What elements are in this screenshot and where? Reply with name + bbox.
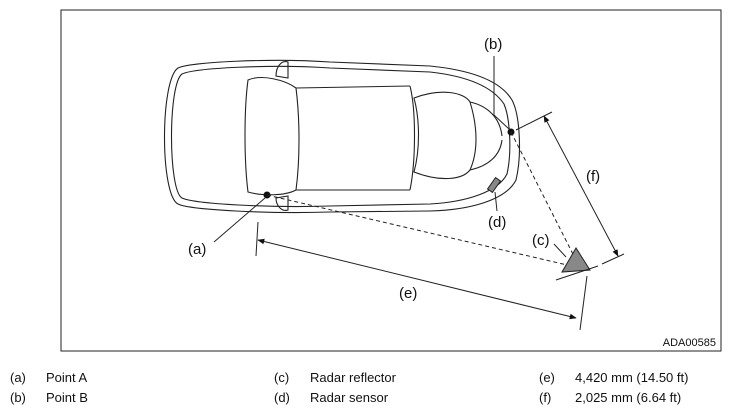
legend-key: (a)	[10, 370, 26, 385]
legend: (a) Point A (b) Point B (c) Radar reflec…	[0, 364, 730, 410]
car-outline	[164, 59, 521, 214]
legend-key: (c)	[274, 370, 290, 385]
legend-key: (b)	[10, 390, 26, 405]
callout-b: (b)	[484, 36, 502, 53]
legend-label: Point B	[46, 390, 88, 405]
dimension-f-ext-top	[515, 111, 553, 131]
legend-label: Radar sensor	[310, 390, 389, 405]
legend-label: Radar reflector	[310, 370, 396, 385]
dimension-f-ext-bottom	[601, 253, 625, 265]
leader-d	[494, 191, 498, 212]
legend-label: Point A	[46, 370, 88, 385]
legend-key: (e)	[539, 370, 555, 385]
callout-a: (a)	[188, 241, 206, 258]
legend-label: 4,420 mm (14.50 ft)	[575, 370, 689, 385]
diagram-figure: (a) (b) (c) (d) (e) (f) ADA00585	[60, 9, 722, 352]
figure-code: ADA00585	[663, 337, 716, 349]
dimension-e-line	[257, 238, 577, 320]
callout-f: (f)	[586, 168, 600, 185]
legend-key: (f)	[539, 390, 552, 405]
radar-reflector-marker	[561, 247, 591, 273]
radar-sensor-marker	[486, 176, 502, 194]
dimension-e-ext-left	[255, 221, 259, 257]
callout-d: (d)	[488, 214, 506, 231]
legend-label: 2,025 mm (6.64 ft)	[575, 390, 682, 405]
leader-a	[213, 197, 266, 243]
legend-key: (d)	[274, 390, 290, 405]
callout-e: (e)	[399, 285, 417, 302]
reflector-tick-2	[579, 275, 588, 331]
figure-border	[60, 9, 722, 352]
leader-b-2	[493, 114, 510, 130]
dimension-f-line	[543, 115, 619, 257]
callout-c: (c)	[532, 232, 550, 249]
leader-c	[553, 243, 567, 258]
